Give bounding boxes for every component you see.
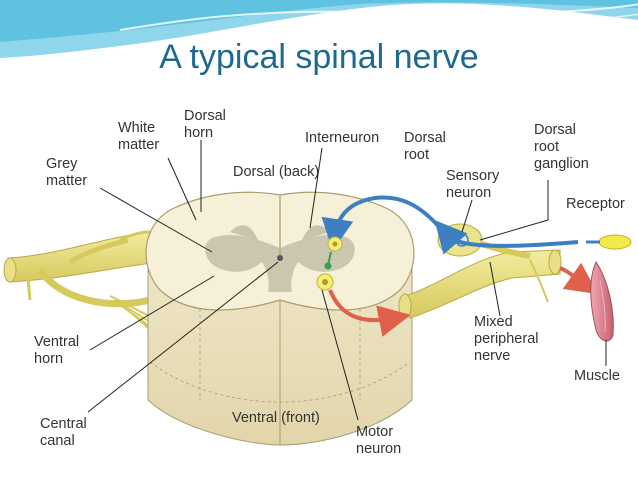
label-receptor: Receptor (566, 196, 625, 212)
label-muscle: Muscle (574, 368, 620, 384)
label-interneuron: Interneuron (305, 130, 380, 146)
label-dorsal-back: Dorsal (back) (233, 164, 320, 180)
receptor-shape (598, 234, 632, 250)
central-canal-dot (277, 255, 283, 261)
right-spinal-nerve (398, 223, 562, 319)
leader-lines (87, 140, 607, 421)
motor-pathway-arrow (328, 289, 411, 337)
muscle-shape (590, 260, 614, 342)
slide-title: A typical spinal nerve (159, 38, 479, 76)
header-wave-decoration (0, 0, 638, 58)
label-ventral-front: Ventral (front) (232, 410, 320, 426)
sensory-pathway-arrow (434, 219, 579, 255)
